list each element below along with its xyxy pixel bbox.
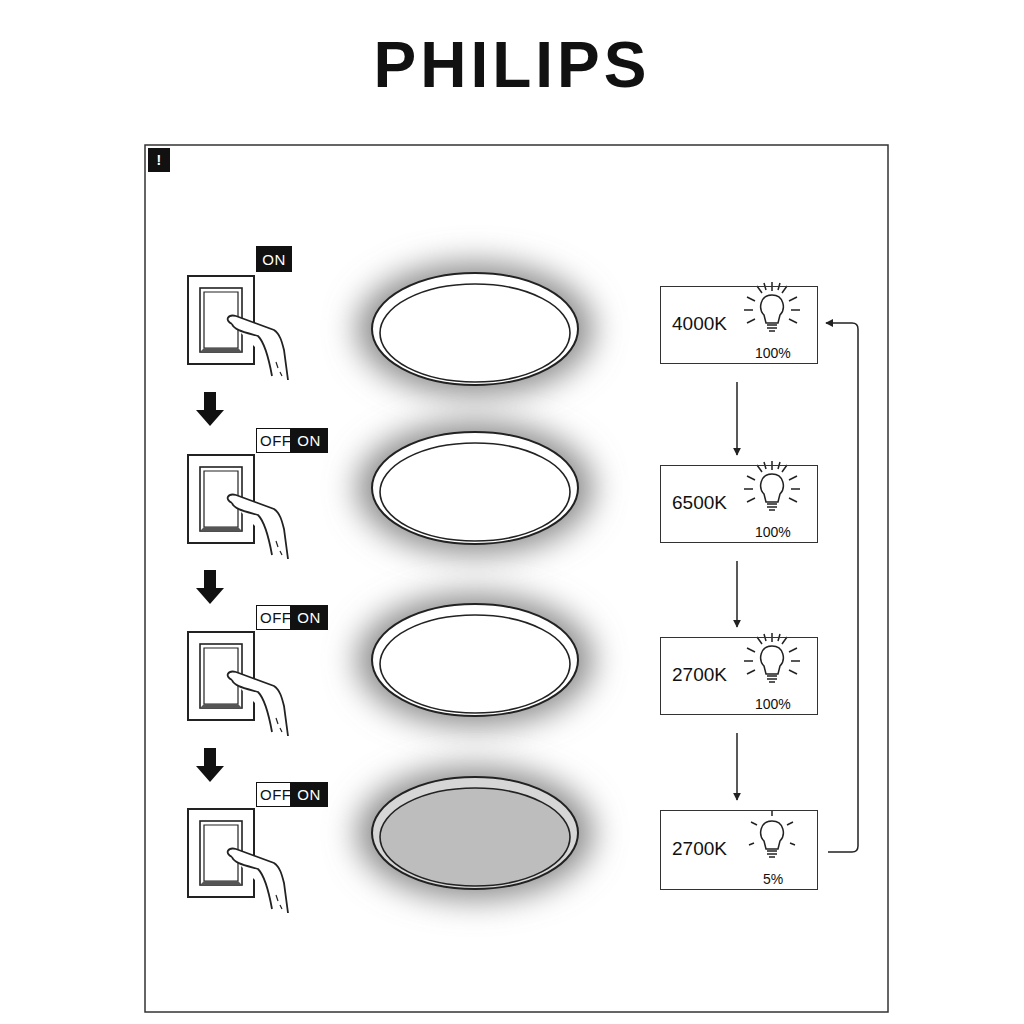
on-badge: ON	[256, 246, 292, 272]
brightness-percent: 5%	[763, 871, 783, 887]
sequence-arrow	[736, 561, 738, 627]
sequence-arrow	[736, 382, 738, 455]
on-badge: ON	[290, 782, 328, 807]
kelvin-value: 4000K	[672, 313, 727, 335]
kelvin-value: 2700K	[672, 838, 727, 860]
brightness-percent: 100%	[755, 345, 791, 361]
warning-badge: !	[148, 148, 170, 172]
color-temperature-box: 4000K 100%	[660, 286, 818, 364]
on-badge: ON	[290, 605, 328, 630]
on-badge: ON	[290, 428, 328, 453]
sequence-arrow	[826, 323, 858, 852]
color-temperature-box: 2700K 5%	[660, 810, 818, 890]
brand-title: PHILIPS	[0, 28, 1024, 102]
color-temperature-box: 6500K 100%	[660, 465, 818, 543]
brightness-percent: 100%	[755, 696, 791, 712]
kelvin-value: 6500K	[672, 492, 727, 514]
sequence-arrow	[736, 733, 738, 800]
brightness-percent: 100%	[755, 524, 791, 540]
kelvin-value: 2700K	[672, 664, 727, 686]
color-temperature-box: 2700K 100%	[660, 637, 818, 715]
